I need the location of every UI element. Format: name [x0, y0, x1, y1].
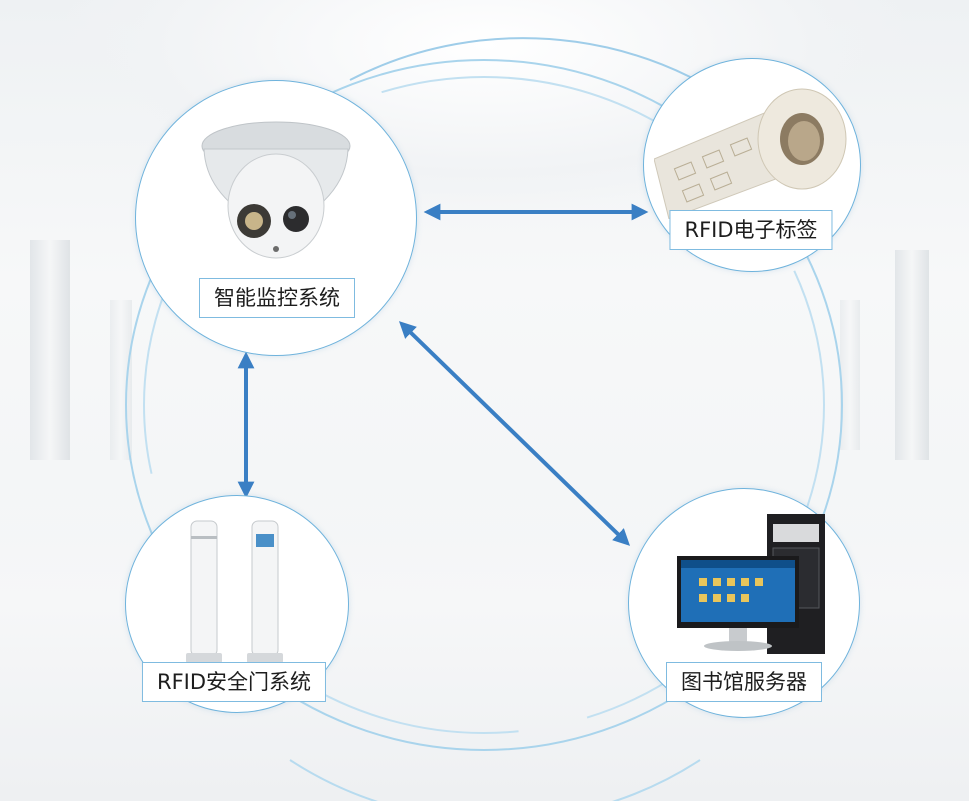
pillar [895, 250, 929, 460]
rfid-tag-label: RFID电子标签 [669, 210, 833, 250]
security-gate-label: RFID安全门系统 [141, 662, 327, 702]
pillar [840, 300, 860, 450]
library-server-label: 图书馆服务器 [666, 662, 822, 702]
rfid-label-roll-icon [654, 88, 847, 219]
outer-ring [125, 59, 843, 751]
ring-arc [289, 759, 701, 801]
security-gate-icon [186, 520, 283, 663]
inner-ring [143, 76, 825, 734]
pillar [30, 240, 70, 460]
camera-label: 智能监控系统 [199, 278, 355, 318]
arrow-camera-server [398, 321, 631, 546]
server-computer-icon [677, 514, 825, 654]
dome-camera-icon [201, 121, 351, 259]
